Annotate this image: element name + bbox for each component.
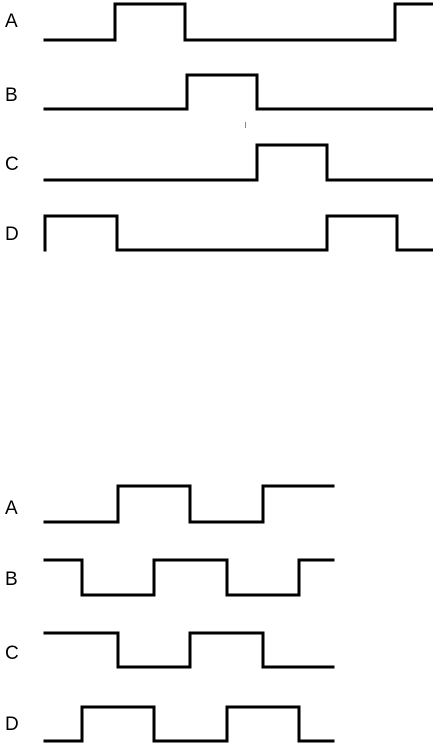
signal-label-c: C [5, 154, 19, 175]
timing-diagram-bottom: A B C D [5, 486, 333, 741]
waveform-d [45, 707, 333, 741]
signal-label-a: A [5, 11, 18, 32]
waveform-a [45, 4, 433, 40]
signal-label-b: B [5, 569, 18, 590]
signal-label-c: C [5, 643, 19, 664]
waveform-a [45, 486, 333, 522]
waveform-c [45, 633, 333, 667]
waveform-b [45, 560, 333, 595]
signal-label-b: B [5, 85, 18, 106]
signal-label-d: D [5, 224, 19, 245]
waveform-d [45, 216, 433, 250]
timing-diagram-top: A B C D [5, 4, 433, 250]
waveform-c [45, 145, 433, 180]
signal-label-a: A [5, 498, 18, 519]
signal-label-d: D [5, 714, 19, 735]
waveform-b [45, 75, 433, 109]
